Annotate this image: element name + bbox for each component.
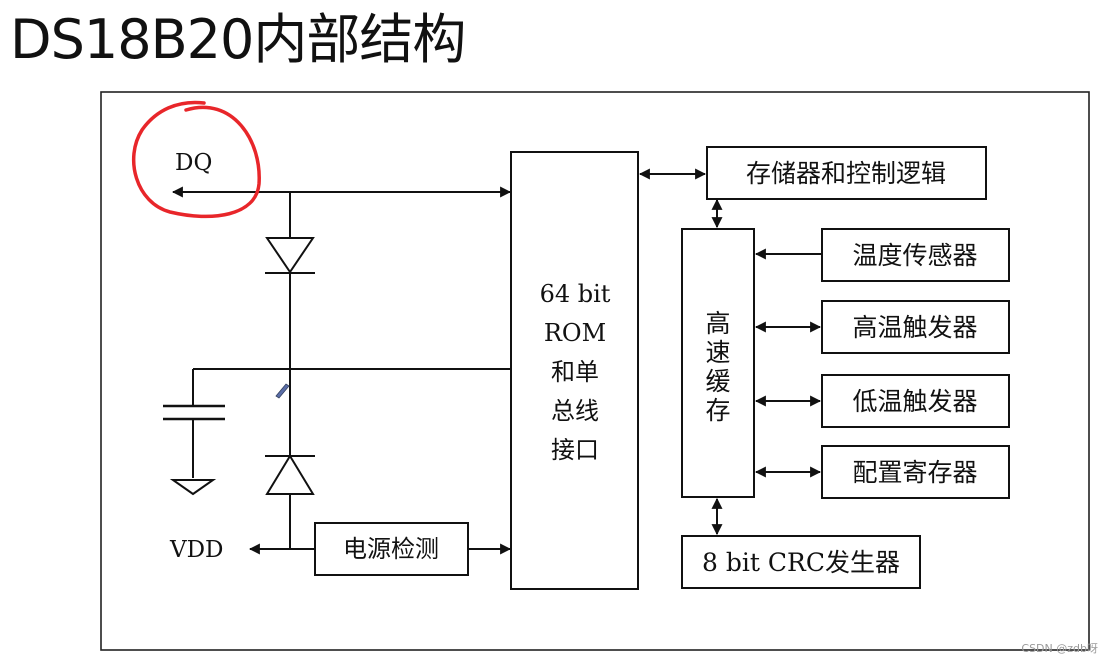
pen-mark: [275, 383, 290, 399]
high-trigger-box: [821, 300, 1010, 354]
temp-sensor-label: 温度传感器: [852, 241, 977, 270]
low-trigger-box: [821, 374, 1010, 428]
cache-label-char-3: 缓: [705, 367, 730, 396]
diagram-frame: [100, 91, 1090, 651]
config-register-label: 配置寄存器: [852, 458, 977, 487]
crc-generator-box: [681, 535, 921, 589]
cache-box: [681, 228, 755, 498]
cache-label-char-4: 存: [705, 396, 730, 425]
low-trigger-label: 低温触发器: [852, 387, 977, 416]
high-trigger-label: 高温触发器: [852, 313, 977, 342]
power-detect-label: 电源检测: [343, 535, 439, 563]
config-register-box: [821, 445, 1010, 499]
cache-label-char-1: 高: [705, 309, 730, 338]
rom-label-line-1: 64 bit: [540, 280, 611, 308]
highlight-circle: [132, 100, 261, 219]
rom-label-line-4: 总线: [551, 397, 599, 425]
rom-label-line-3: 和单: [551, 358, 599, 386]
page-title: DS18B20内部结构: [10, 8, 466, 71]
cache-label-char-2: 速: [705, 338, 730, 367]
crc-generator-label: 8 bit CRC发生器: [702, 548, 900, 577]
temp-sensor-box: [821, 228, 1010, 282]
watermark: CSDN @zdb呀: [1021, 642, 1098, 655]
diode-lower: [265, 454, 315, 495]
power-detect-box: [314, 522, 469, 576]
dq-label: DQ: [175, 150, 212, 176]
vdd-label: VDD: [169, 537, 224, 563]
rom-interface-box: [510, 151, 639, 590]
capacitor-icon: [163, 369, 225, 478]
rom-label-line-5: 接口: [551, 436, 599, 464]
ground-icon: [169, 479, 217, 496]
memory-control-label: 存储器和控制逻辑: [746, 159, 946, 188]
rom-label-line-2: ROM: [544, 319, 606, 347]
diode-upper: [265, 237, 315, 274]
memory-control-box: [706, 146, 987, 200]
